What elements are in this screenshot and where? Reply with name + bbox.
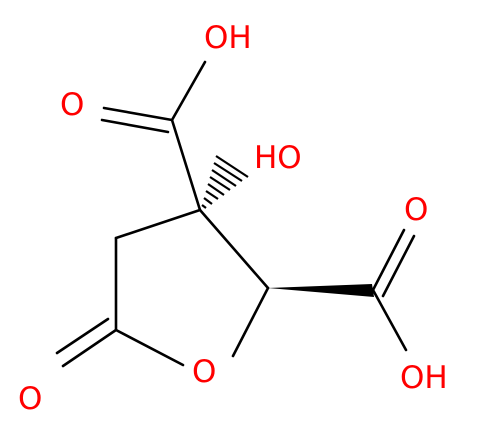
top-carboxyl-bond-c-oh bbox=[170, 60, 207, 122]
top-carboxyl-oh-label: OH bbox=[204, 20, 252, 56]
top-carboxyl-bond-c3-c bbox=[170, 118, 202, 212]
hydroxyl-label: HO bbox=[254, 140, 302, 176]
right-carboxyl-bond-c-oh bbox=[371, 288, 408, 352]
top-carboxyl-double-bond-b bbox=[100, 118, 170, 134]
ring-bond-c3-c4 bbox=[114, 208, 202, 240]
ring-oxygen-label: O bbox=[192, 354, 216, 390]
hashed-wedge-bond-c3-oh bbox=[201, 155, 249, 209]
ring-bond-c3-c2 bbox=[198, 208, 270, 290]
lactone-double-bond-b bbox=[55, 317, 110, 355]
solid-wedge-bond-c2-c bbox=[268, 284, 374, 297]
top-carboxyl-o-label: O bbox=[60, 87, 84, 123]
top-carboxyl-double-bond-a bbox=[102, 106, 174, 122]
lactone-carbonyl-o-label: O bbox=[18, 381, 42, 417]
lactone-double-bond-a bbox=[61, 328, 118, 368]
right-carboxyl-oh-label: OH bbox=[400, 360, 448, 396]
right-carboxyl-o-label: O bbox=[404, 192, 428, 228]
right-carboxyl-double-bond-b bbox=[381, 234, 416, 298]
ring-bond-c5-o bbox=[114, 328, 185, 367]
ring-bond-c2-o bbox=[231, 286, 270, 358]
right-carboxyl-double-bond-a bbox=[371, 228, 406, 292]
